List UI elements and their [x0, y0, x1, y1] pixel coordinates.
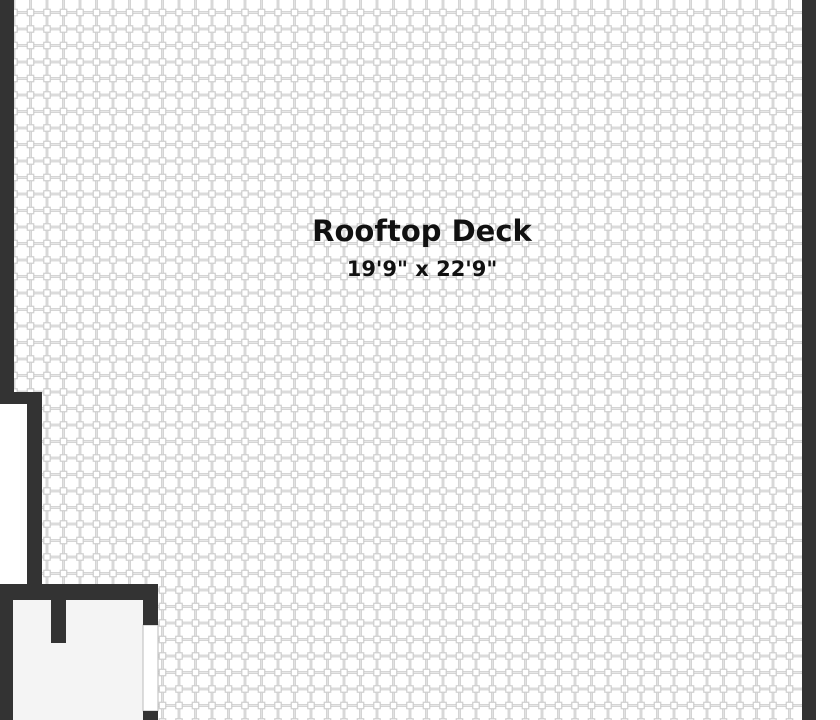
- door-opening: [142, 624, 159, 712]
- room-name: Rooftop Deck: [312, 214, 532, 248]
- walls: [0, 0, 816, 720]
- room-dimensions: 19'9" x 22'9": [346, 257, 498, 281]
- interior-room: [13, 600, 143, 720]
- side-room: [0, 404, 27, 584]
